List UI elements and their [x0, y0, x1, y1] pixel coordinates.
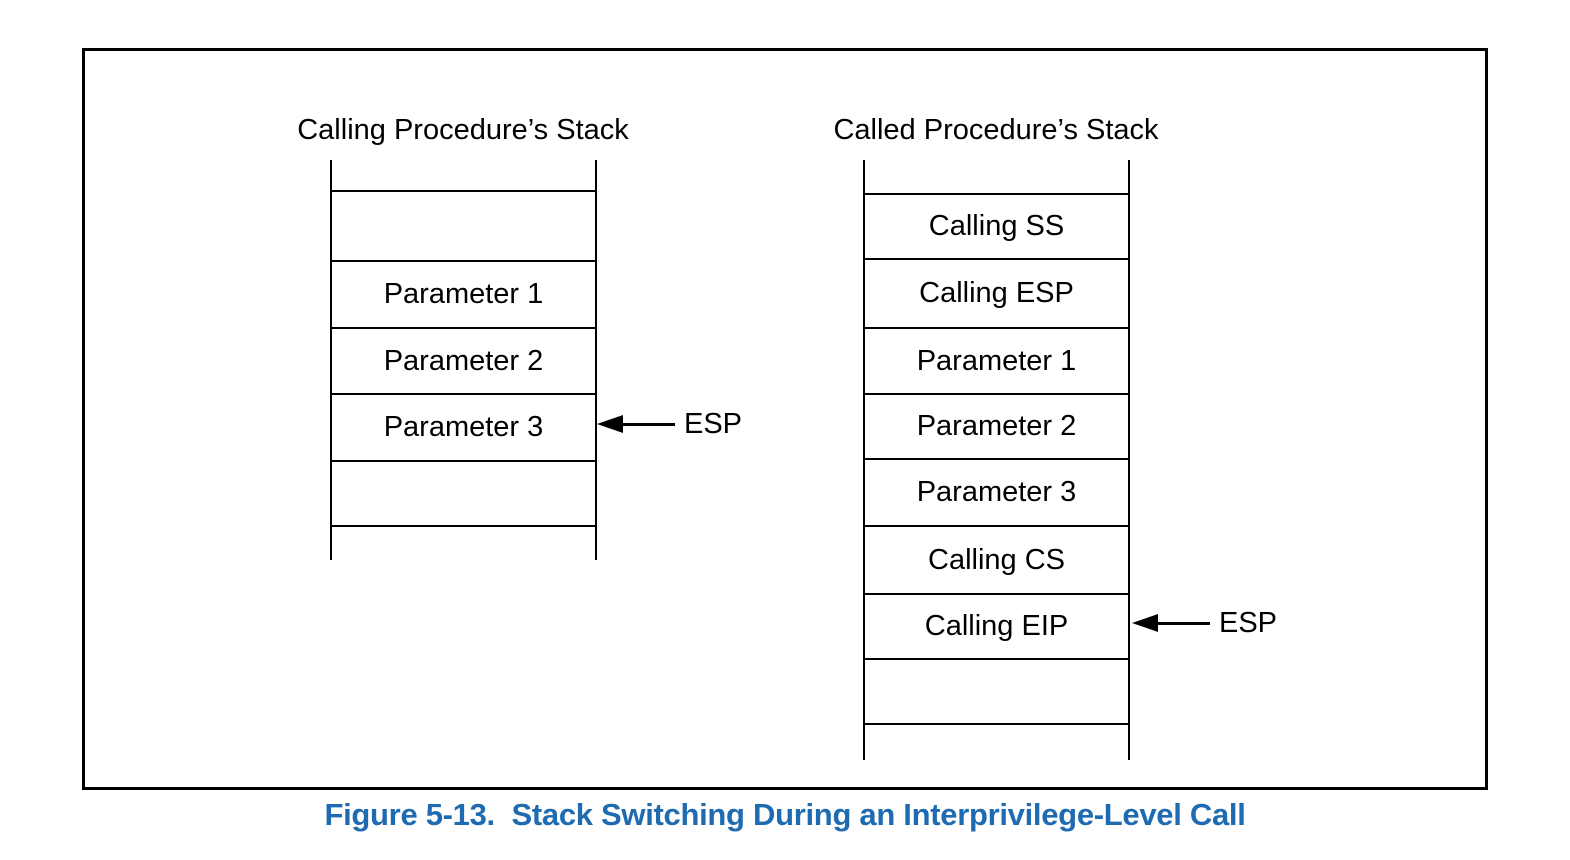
calling-stack-cell-empty-bottom	[332, 460, 595, 527]
calling-stack-open-bottom	[332, 527, 595, 560]
called-stack-esp-label: ESP	[1219, 607, 1278, 639]
called-stack-title: Called Procedure’s Stack	[833, 114, 1159, 146]
right-arrow-icon	[1132, 614, 1158, 632]
called-stack-cell-calling-eip: Calling EIP	[865, 593, 1128, 658]
left-arrow-line	[623, 422, 675, 426]
called-stack-cell-calling-ss: Calling SS	[865, 193, 1128, 258]
calling-stack-cell-parameter-1: Parameter 1	[332, 260, 595, 327]
called-stack-cell-calling-esp: Calling ESP	[865, 258, 1128, 327]
called-stack-cell-parameter-1: Parameter 1	[865, 327, 1128, 393]
left-arrow-icon	[597, 415, 623, 433]
calling-stack-cell-empty-top	[332, 190, 595, 260]
figure-caption: Figure 5-13. Stack Switching During an I…	[324, 797, 1246, 832]
calling-stack-esp-label: ESP	[684, 408, 743, 440]
called-stack-cell-calling-cs: Calling CS	[865, 525, 1128, 593]
calling-stack-cell-parameter-2: Parameter 2	[332, 327, 595, 393]
figure-frame	[82, 48, 1488, 790]
right-arrow-line	[1158, 621, 1210, 625]
calling-stack-diagram: Parameter 1 Parameter 2 Parameter 3	[330, 160, 597, 560]
called-stack-open-bottom	[865, 725, 1128, 760]
called-stack-cell-parameter-2: Parameter 2	[865, 393, 1128, 458]
called-stack-cell-parameter-3: Parameter 3	[865, 458, 1128, 525]
calling-stack-cell-parameter-3: Parameter 3	[332, 393, 595, 460]
calling-stack-open-top	[332, 160, 595, 190]
called-stack-diagram: Calling SS Calling ESP Parameter 1 Param…	[863, 160, 1130, 760]
calling-stack-title: Calling Procedure’s Stack	[297, 114, 629, 146]
calling-stack-esp-pointer: ESP	[597, 406, 742, 442]
called-stack-esp-pointer: ESP	[1132, 605, 1277, 641]
called-stack-cell-empty-bottom	[865, 658, 1128, 725]
called-stack-open-top	[865, 160, 1128, 193]
